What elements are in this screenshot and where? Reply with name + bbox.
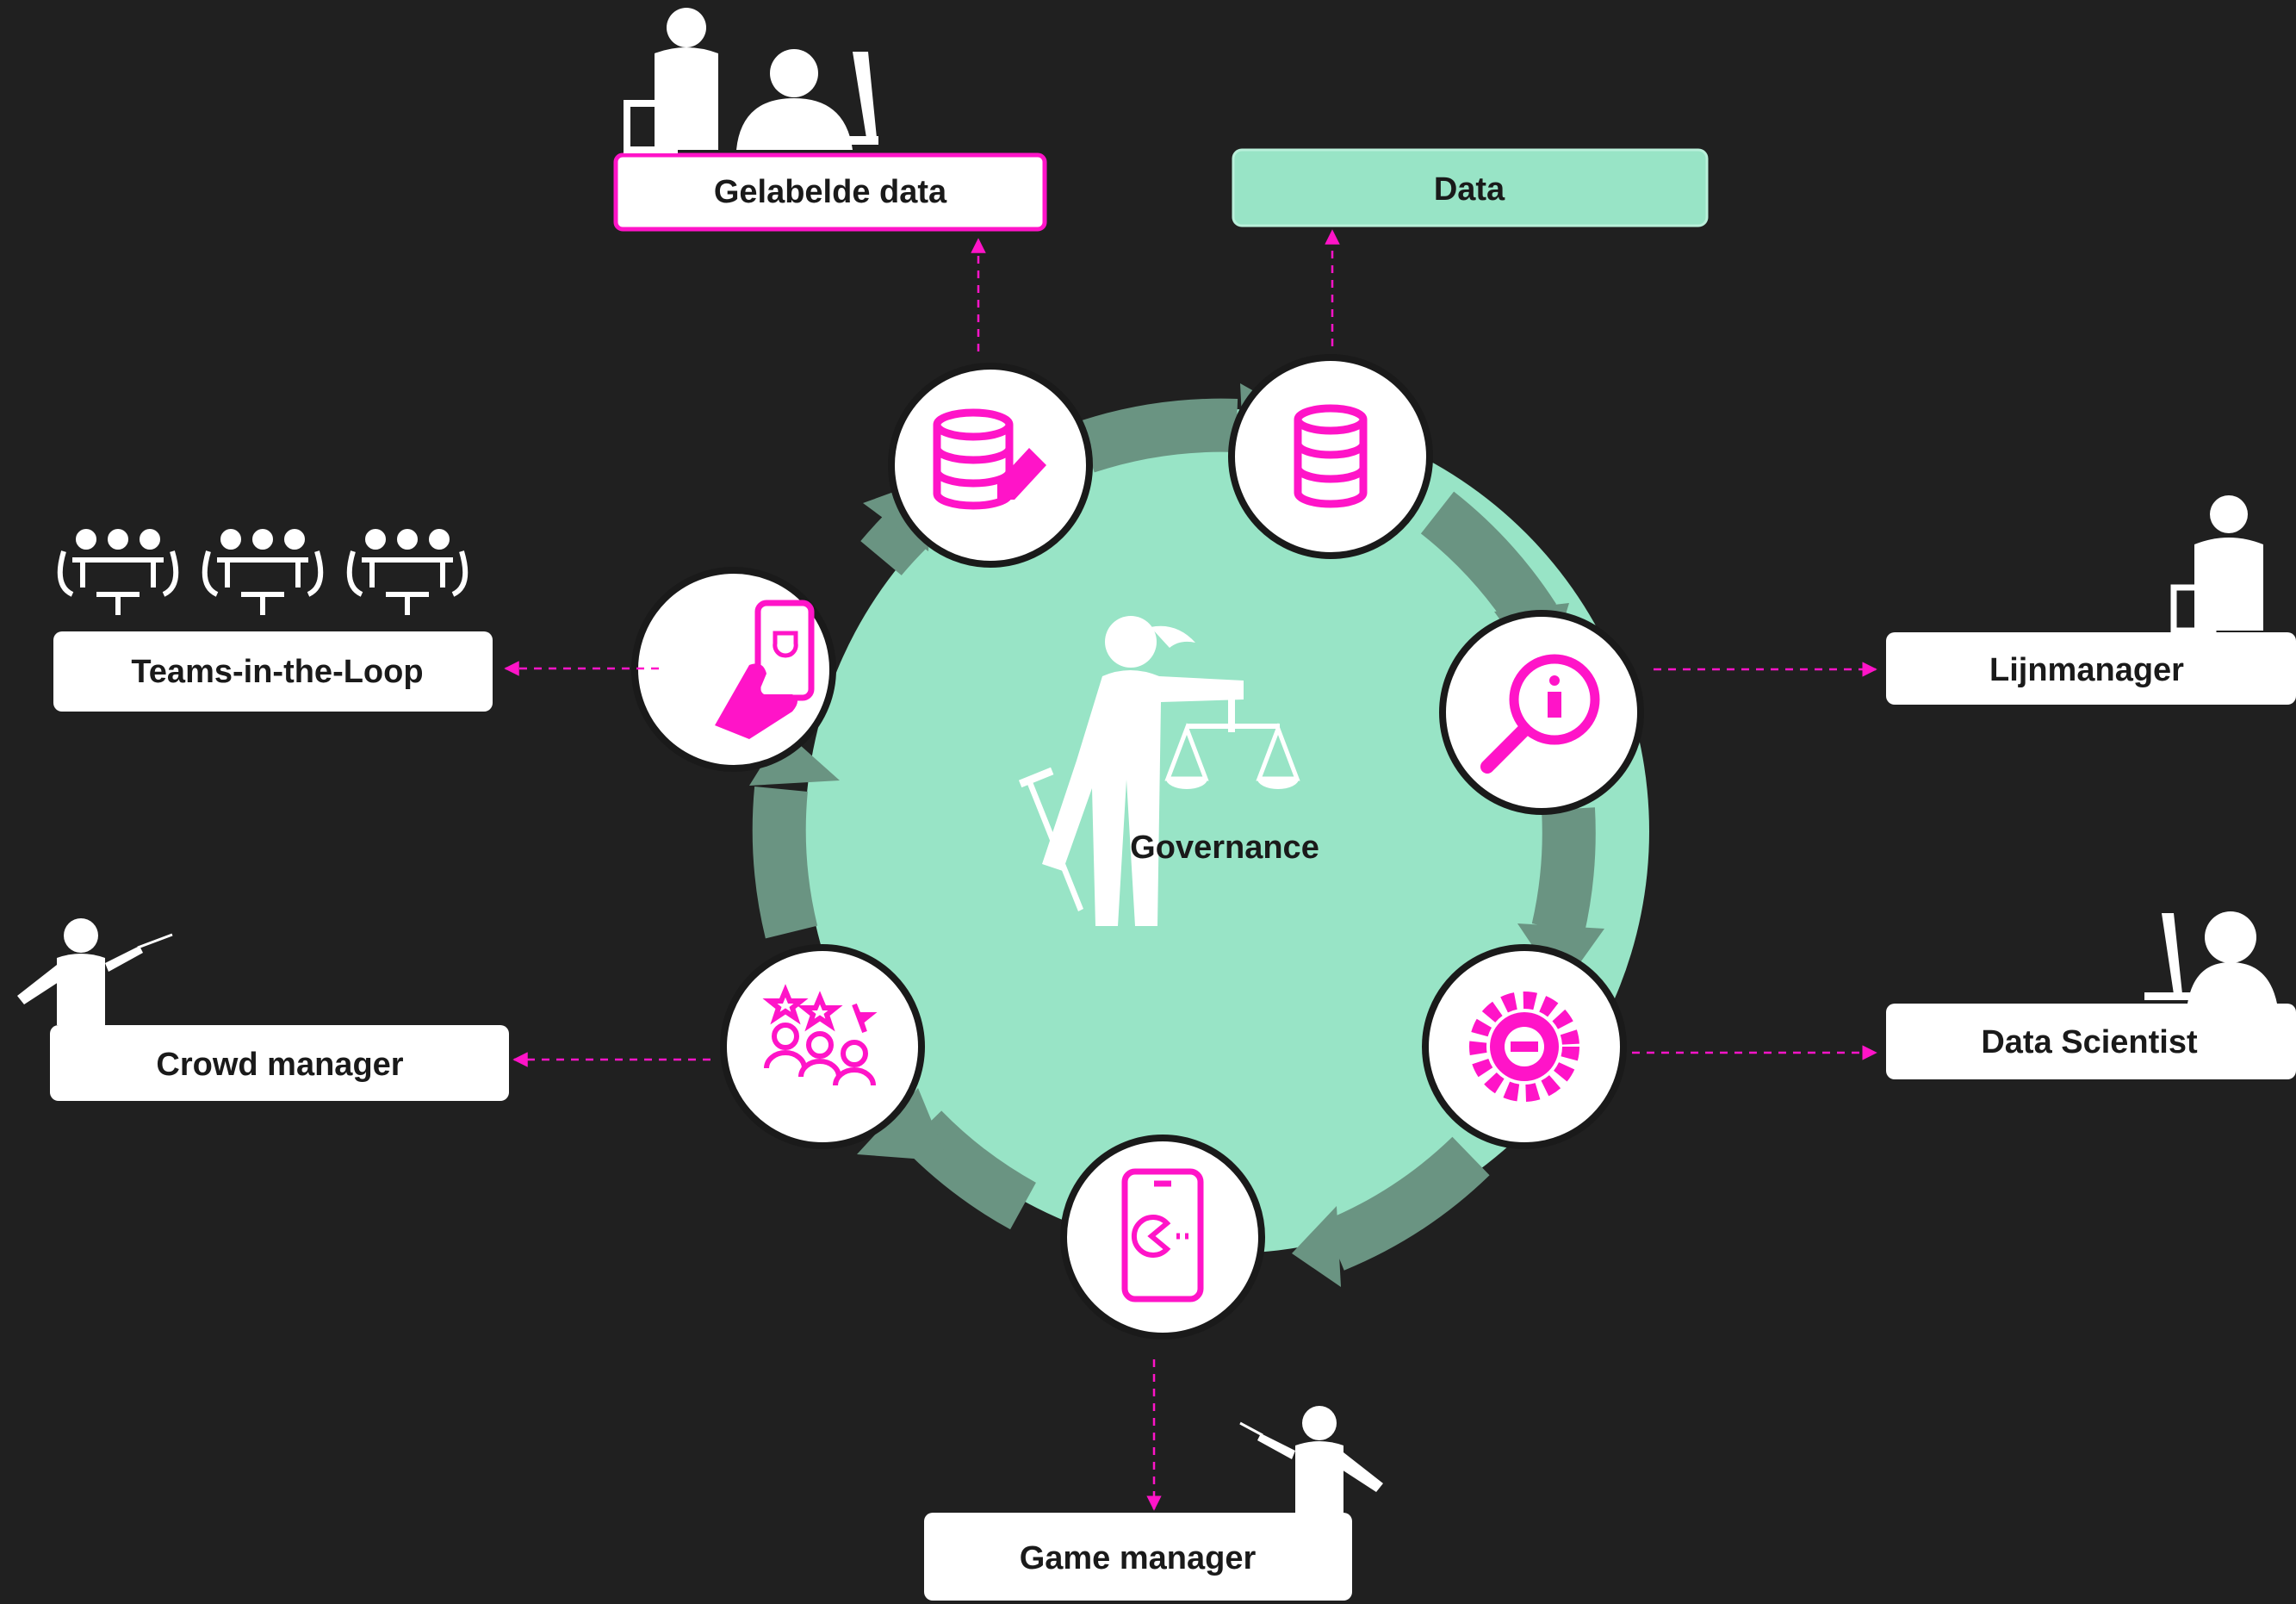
ring-segment-2 (1420, 491, 1557, 634)
database-icon (1294, 404, 1368, 508)
arrowhead-5 (857, 1088, 948, 1161)
ring-segment-3 (1531, 807, 1596, 936)
tag-icon (997, 448, 1046, 500)
phone-shield-hand-icon (715, 600, 815, 739)
node-labeled-data[interactable] (888, 363, 1093, 568)
arrowhead-4 (1292, 1206, 1341, 1287)
game-manager-label: Game manager (1020, 1540, 1257, 1576)
ring-segment-4 (1323, 1136, 1490, 1271)
box-gelabelde-data[interactable]: Gelabelde data (613, 152, 1047, 232)
node-information[interactable] (1439, 610, 1644, 815)
node-game[interactable] (1060, 1135, 1265, 1340)
center-label: Governance (1130, 830, 1319, 866)
teams-label: Teams-in-the-Loop (131, 654, 423, 690)
node-teams[interactable] (631, 567, 836, 772)
box-lijnmanager[interactable]: Lijnmanager (1886, 632, 2296, 705)
crowd-manager-label: Crowd manager (156, 1047, 403, 1083)
computer-worker-icon (2144, 911, 2277, 1004)
presenter-icon (17, 918, 173, 1025)
crowd-rating-icon (762, 984, 878, 1086)
gear-wrench-icon (1469, 992, 1579, 1102)
presenter-icon (1239, 1406, 1383, 1513)
data-label: Data (1434, 171, 1505, 208)
phone-game-icon (1121, 1168, 1204, 1302)
node-data[interactable] (1228, 354, 1433, 559)
data-scientist-label: Data Scientist (1981, 1024, 2198, 1060)
box-teams[interactable]: Teams-in-the-Loop (53, 631, 493, 712)
manager-icon (2170, 495, 2263, 634)
team-meeting-icon (57, 529, 469, 615)
box-game-manager[interactable]: Game manager (924, 1513, 1352, 1601)
manager-and-worker-icon (624, 8, 878, 153)
info-search-icon (1480, 654, 1600, 774)
arrowhead-6 (749, 731, 840, 786)
box-crowd-manager[interactable]: Crowd manager (50, 1025, 509, 1101)
box-data-scientist[interactable]: Data Scientist (1886, 1004, 2296, 1079)
meeting-group-2 (202, 529, 324, 615)
box-data[interactable]: Data (1232, 148, 1709, 227)
meeting-group-1 (57, 529, 179, 615)
lijnmanager-label: Lijnmanager (1989, 652, 2184, 688)
ring-segment-1 (1077, 398, 1238, 473)
ring-segment-6 (752, 786, 818, 939)
gelabelde-data-label: Gelabelde data (714, 174, 947, 210)
node-processing[interactable] (1422, 944, 1627, 1149)
meeting-group-3 (346, 529, 469, 615)
justice-figure-icon (1018, 616, 1300, 926)
connectors (504, 229, 1877, 1511)
node-crowd[interactable] (720, 944, 925, 1149)
